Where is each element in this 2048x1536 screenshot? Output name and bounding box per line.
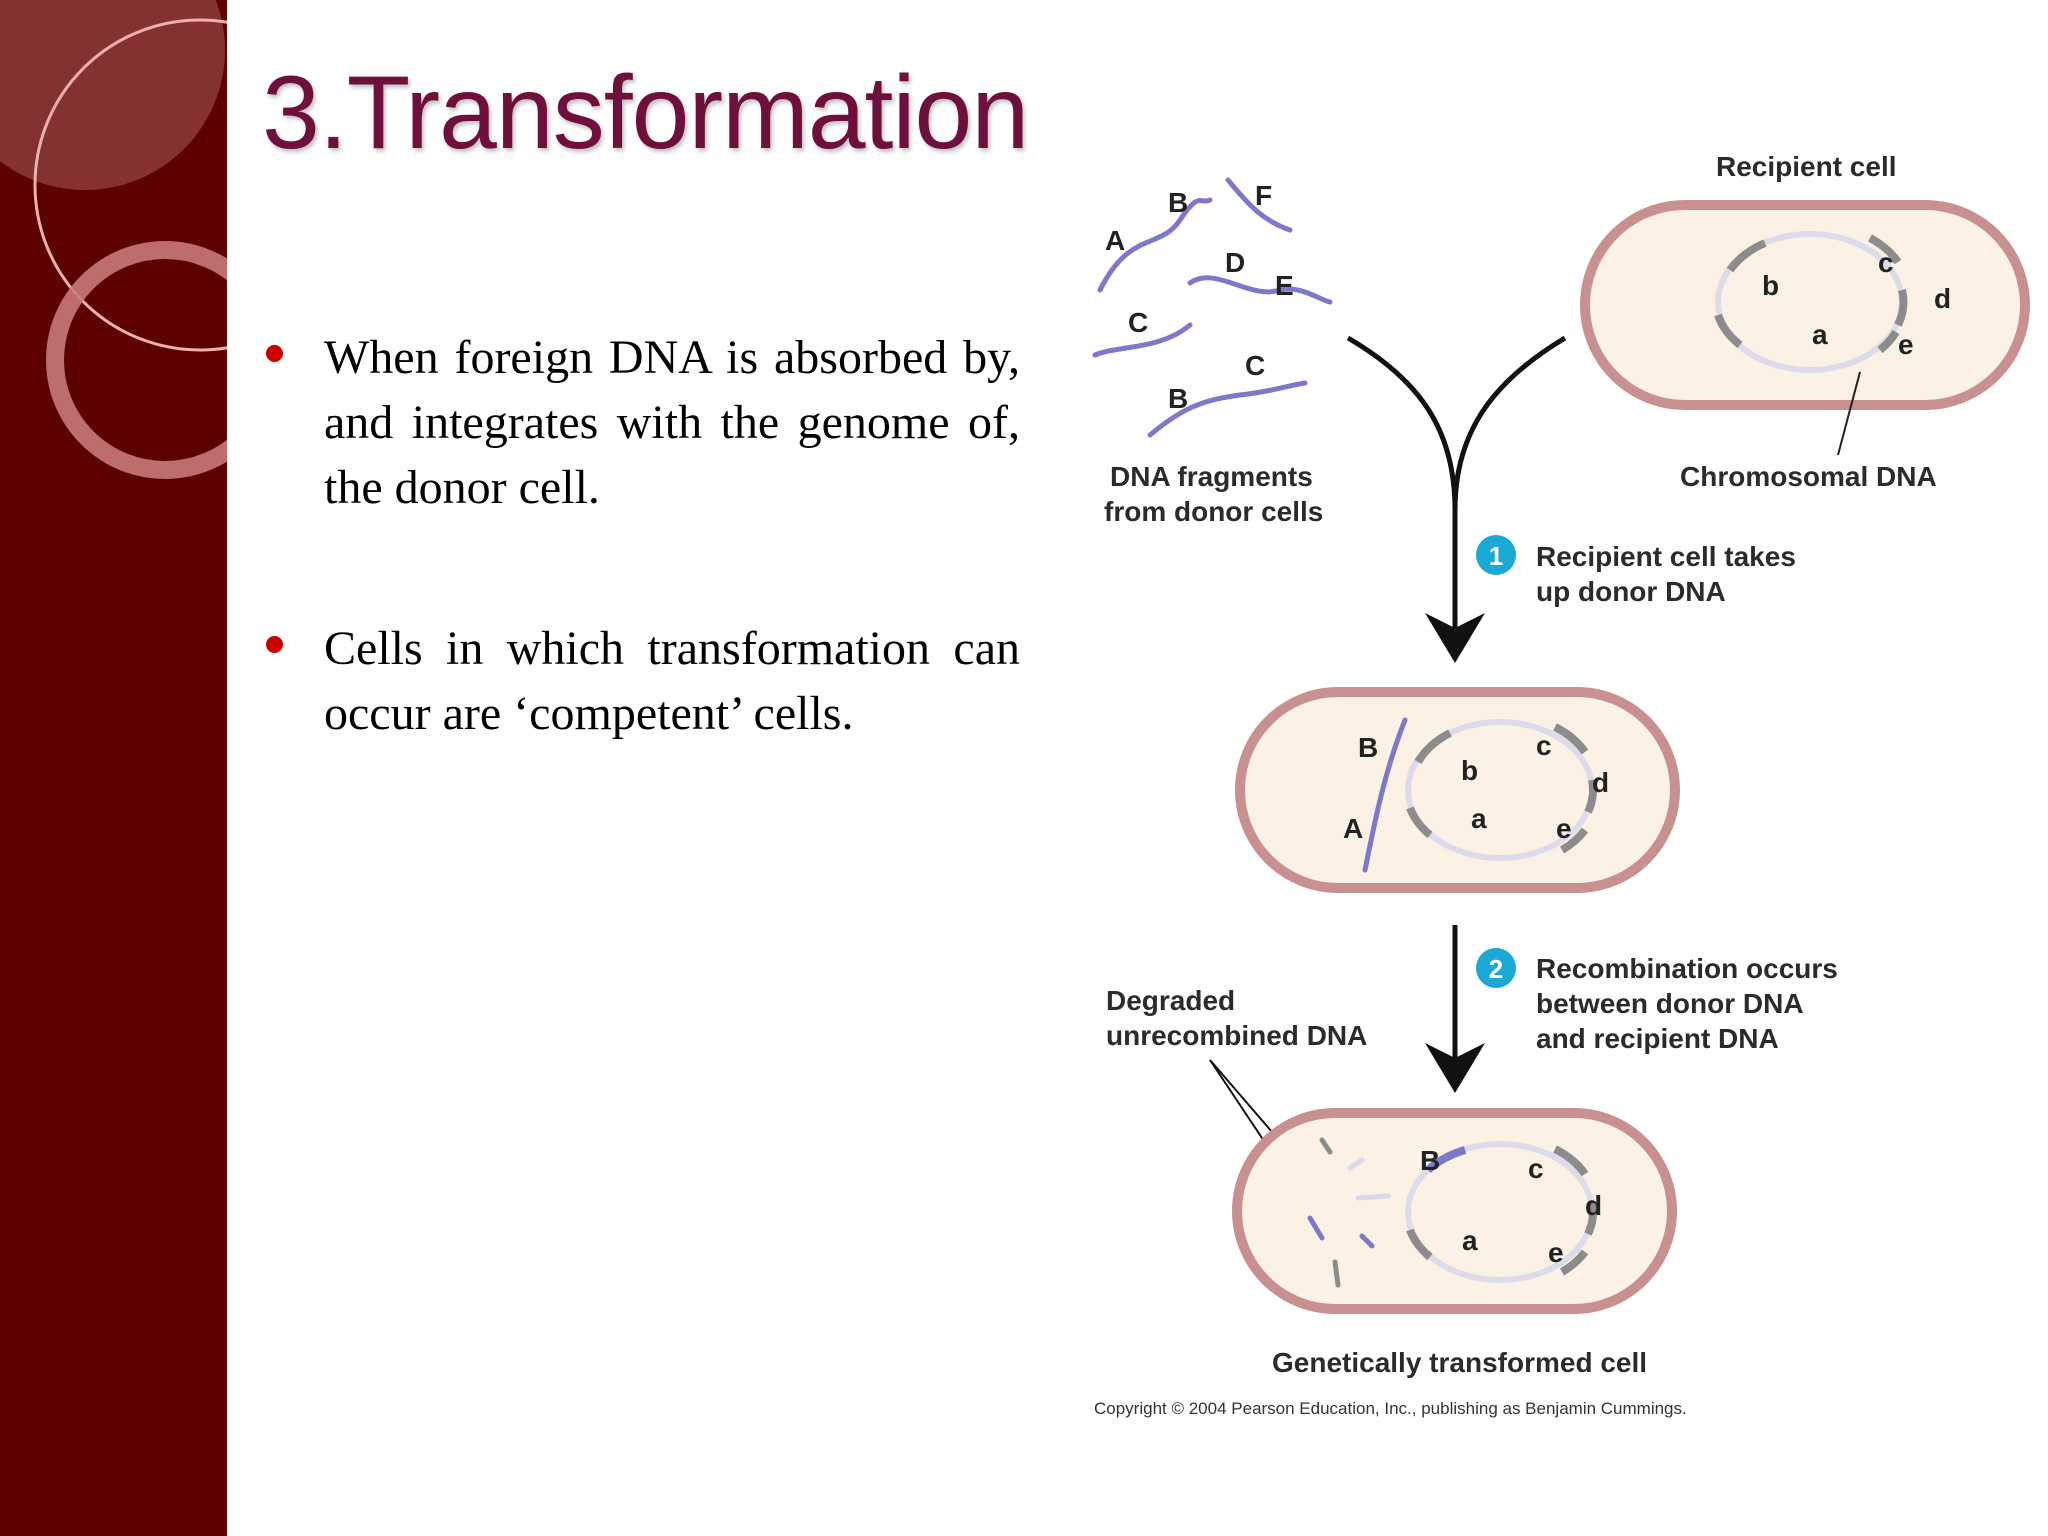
recipient-cell-label: Recipient cell <box>1716 151 1897 182</box>
uptake-letter: c <box>1536 730 1552 761</box>
fragments-label: from donor cells <box>1104 496 1323 527</box>
converge-arrow-left <box>1346 335 1458 511</box>
fragments-label: DNA fragments <box>1110 461 1313 492</box>
gene-letter: a <box>1812 319 1828 350</box>
uptake-letter: a <box>1471 803 1487 834</box>
step1-text: up donor DNA <box>1536 576 1726 607</box>
uptaken-donor-dna <box>1362 717 1408 873</box>
fragment-letter: E <box>1275 270 1294 301</box>
fragment-letter: A <box>1105 225 1125 256</box>
transformed-gene-segments <box>1406 1145 1597 1276</box>
fragment-letter: C <box>1245 350 1265 381</box>
transformed-cell <box>1232 1108 1677 1314</box>
step2-text: Recombination occurs <box>1536 953 1838 984</box>
gene-letter: c <box>1878 247 1894 278</box>
step1-badge-icon <box>1476 535 1516 575</box>
step1-text: Recipient cell takes <box>1536 541 1796 572</box>
uptake-letter: d <box>1592 767 1609 798</box>
step1-number: 1 <box>1489 541 1503 571</box>
donor-dna-fragments <box>1092 177 1333 438</box>
degraded-label: unrecombined DNA <box>1106 1020 1367 1051</box>
converge-arrow-right <box>1452 335 1567 511</box>
transformed-letter: d <box>1585 1190 1602 1221</box>
uptake-cell <box>1235 687 1680 893</box>
uptake-letter: A <box>1343 813 1363 844</box>
transformation-diagram: A B F D E C B C DNA fragments from donor… <box>1092 151 2030 1418</box>
degraded-label: Degraded <box>1106 985 1235 1016</box>
bullet-dot-icon <box>266 636 283 653</box>
fragment-letter: D <box>1225 247 1245 278</box>
bullet-item: Cells in which transformation can occur … <box>258 616 1020 746</box>
step2-number: 2 <box>1489 954 1503 984</box>
transformed-letter: e <box>1548 1237 1564 1268</box>
transformed-letter: a <box>1462 1225 1478 1256</box>
recipient-cell <box>1580 200 2030 410</box>
transformed-letter: c <box>1528 1153 1544 1184</box>
fragment-letter: F <box>1255 180 1272 211</box>
chromosomal-dna-label: Chromosomal DNA <box>1680 461 1937 492</box>
gene-letter: e <box>1898 329 1914 360</box>
step2-badge-icon <box>1476 948 1516 988</box>
slide-title: 3.Transformation <box>262 55 1029 171</box>
gene-letter: d <box>1934 283 1951 314</box>
decorative-circles <box>0 0 227 479</box>
gene-letter: b <box>1762 270 1779 301</box>
bullet-text: Cells in which transformation can occur … <box>324 622 1020 740</box>
step2-text: between donor DNA <box>1536 988 1804 1019</box>
fragment-letter: B <box>1168 187 1188 218</box>
bullet-text: When foreign DNA is absorbed by, and int… <box>324 331 1020 514</box>
fragment-letter: C <box>1128 307 1148 338</box>
degraded-dna-pieces <box>1307 1137 1391 1288</box>
step2-text: and recipient DNA <box>1536 1023 1779 1054</box>
uptake-gene-segments <box>1406 723 1597 854</box>
fragment-letter: B <box>1168 383 1188 414</box>
bullet-dot-icon <box>266 345 283 362</box>
sidebar-decoration <box>0 0 227 1536</box>
result-label: Genetically transformed cell <box>1272 1347 1647 1378</box>
bullet-list: When foreign DNA is absorbed by, and int… <box>258 325 1020 842</box>
bullet-item: When foreign DNA is absorbed by, and int… <box>258 325 1020 520</box>
uptake-letter: B <box>1358 732 1378 763</box>
chromosomal-dna-pointer <box>1837 371 1861 456</box>
fragment-letters: A B F D E C B C <box>1105 180 1294 414</box>
recipient-gene-segments <box>1714 234 1908 354</box>
uptake-letter: e <box>1556 813 1572 844</box>
copyright-notice: Copyright © 2004 Pearson Education, Inc.… <box>1094 1399 1687 1418</box>
transformed-letter: B <box>1420 1145 1440 1176</box>
uptake-letter: b <box>1461 755 1478 786</box>
